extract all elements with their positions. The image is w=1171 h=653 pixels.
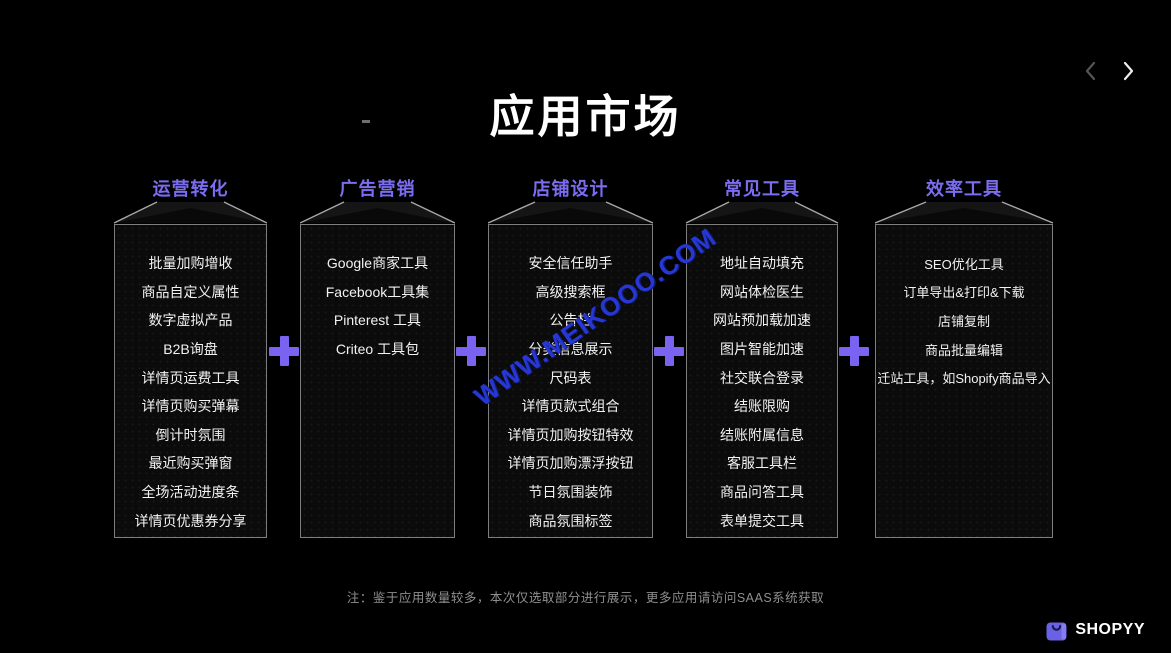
next-arrow-icon[interactable] (1117, 60, 1139, 82)
feature-item: 详情页优惠券分享 (134, 512, 247, 529)
feature-item: 详情页加购按钮特效 (507, 426, 634, 443)
feature-item: 尺码表 (549, 369, 592, 386)
shopyy-logo: SHOPYY (1045, 615, 1145, 645)
feature-item: 安全信任助手 (528, 255, 613, 272)
column-roof-icon (114, 201, 267, 224)
chevron-left-icon (1085, 61, 1095, 81)
column-roof-icon (488, 201, 653, 224)
plus-icon (654, 336, 684, 366)
feature-item: 迁站工具，如Shopify商品导入 (877, 371, 1051, 387)
column-common-tools: 常见工具 地址自动填充网站体检医生网站预加载加速图片智能加速社交联合登录结账限购… (686, 178, 838, 538)
feature-item: 全场活动进度条 (141, 484, 240, 501)
column-header: 店铺设计 (532, 179, 609, 199)
feature-item: 结账附属信息 (720, 426, 804, 443)
column-roof-icon (300, 201, 455, 224)
feature-box: 批量加购增收商品自定义属性数字虚拟产品 B2B询盘详情页运费工具详情页购买弹幕倒计… (114, 224, 267, 538)
feature-item: 公告栏 (549, 312, 592, 329)
column-header: 常见工具 (724, 179, 800, 199)
page-title: 应用市场 (489, 91, 682, 142)
column-roof-icon (686, 201, 838, 224)
feature-item: 高级搜索框 (535, 283, 606, 300)
feature-item: 表单提交工具 (720, 512, 804, 529)
feature-item: 网站预加载加速 (713, 312, 811, 329)
feature-item: 详情页加购漂浮按钮 (507, 455, 634, 472)
column-operations-conversion: 运营转化 批量加购增收商品自定义属性数字虚拟产品 B2B询盘详情页运费工具详情页购… (114, 178, 267, 538)
feature-item: Pinterest 工具 (333, 312, 422, 329)
feature-item: Google商家工具 (326, 255, 429, 272)
feature-item: 详情页款式组合 (521, 398, 620, 415)
feature-item: 详情页运费工具 (141, 369, 240, 386)
feature-item: 客服工具栏 (727, 455, 797, 472)
feature-item: B2B询盘 (163, 341, 218, 358)
feature-item: 商品氛围标签 (528, 512, 613, 529)
prev-arrow-icon[interactable] (1079, 60, 1101, 82)
feature-item: 地址自动填充 (720, 255, 804, 272)
plus-icon (839, 336, 869, 366)
artifact-dash (362, 120, 370, 123)
shopping-bag-icon (1046, 622, 1067, 641)
feature-box: 安全信任助手高级搜索框公告栏分类信息展示尺码表详情页款式组合详情页加购按钮特效详… (488, 224, 653, 538)
feature-item: 网站体检医生 (720, 283, 804, 300)
feature-item: 倒计时氛围 (155, 426, 226, 443)
feature-item: 商品问答工具 (720, 484, 804, 501)
feature-item: Facebook工具集 (325, 283, 430, 300)
slide-navigation (1079, 60, 1139, 82)
column-header: 运营转化 (152, 179, 229, 199)
feature-item: SEO优化工具 (924, 256, 1004, 272)
column-efficiency-tools: 效率工具 SEO优化工具订单导出&打印&下载店铺复制商品批量编辑迁站工具，如Sh… (875, 178, 1053, 538)
feature-item: 分类信息展示 (528, 341, 613, 358)
column-ad-marketing: 广告营销 Google商家工具 Facebook工具集 Pinterest 工具 Cr… (300, 178, 455, 538)
feature-item: 节日氛围装饰 (528, 484, 613, 501)
feature-box: SEO优化工具订单导出&打印&下载店铺复制商品批量编辑迁站工具，如Shopify… (875, 224, 1053, 538)
feature-item: Criteo 工具包 (335, 341, 420, 358)
column-header: 效率工具 (926, 179, 1002, 199)
logo-text: SHOPYY (1075, 621, 1145, 638)
feature-box: Google商家工具 Facebook工具集 Pinterest 工具 Criteo … (300, 224, 455, 538)
feature-item: 数字虚拟产品 (148, 312, 233, 329)
chevron-right-icon (1123, 61, 1133, 81)
plus-icon (456, 336, 486, 366)
feature-item: 商品自定义属性 (141, 283, 240, 300)
feature-item: 图片智能加速 (720, 341, 804, 358)
feature-item: 批量加购增收 (148, 255, 233, 272)
plus-icon (269, 336, 299, 366)
feature-box: 地址自动填充网站体检医生网站预加载加速图片智能加速社交联合登录结账限购结账附属信… (686, 224, 838, 538)
column-roof-icon (875, 201, 1053, 224)
feature-item: 结账限购 (734, 398, 790, 415)
feature-item: 订单导出&打印&下载 (903, 285, 1025, 301)
feature-item: 商品批量编辑 (924, 342, 1003, 358)
footnote: 注：鉴于应用数量较多，本次仅选取部分进行展示，更多应用请访问SAAS系统获取 (346, 591, 825, 605)
feature-item: 社交联合登录 (720, 369, 804, 386)
feature-item: 详情页购买弹幕 (141, 398, 240, 415)
feature-item: 店铺复制 (937, 313, 990, 329)
feature-item: 最近购买弹窗 (148, 455, 233, 472)
column-header: 广告营销 (339, 179, 416, 199)
column-store-design: 店铺设计 安全信任助手高级搜索框公告栏分类信息展示尺码表详情页款式组合详情页加购… (488, 178, 653, 538)
